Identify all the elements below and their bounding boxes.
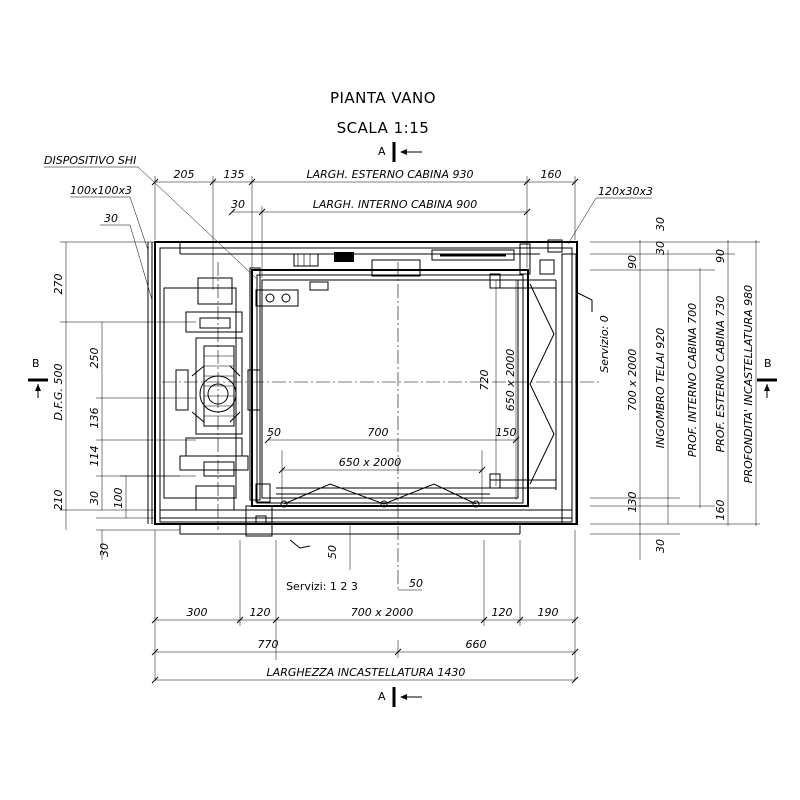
dimension-ticks: [151, 178, 579, 684]
dim-700x2000-right: 700 x 2000: [626, 349, 639, 412]
section-marker-b-right: B: [757, 357, 777, 398]
dim-30-left-b: 30: [88, 491, 101, 505]
dimension-tick: [228, 208, 236, 216]
label-30-left: 30: [104, 212, 118, 225]
section-marker-b-left: B: [28, 357, 48, 398]
dimension-tick: [512, 436, 520, 444]
section-marker-a-top: A: [378, 142, 422, 162]
label-servizio-0: Servizio: 0: [598, 315, 611, 373]
dim-prof-esterno: PROF. ESTERNO CABINA 730: [714, 296, 727, 453]
dimension-tick: [236, 616, 244, 624]
dim-210: 210: [52, 490, 65, 511]
label-angolare-100: 100x100x3: [70, 184, 132, 197]
leader-labels: DISPOSITIVO SHI 100x100x3 30 120x30x3: [44, 154, 653, 301]
dim-770: 770: [258, 638, 279, 651]
dim-50-bottom-a: 50: [326, 545, 339, 559]
dimension-bottom: 50 50 Servizi: 1 2 3 300 120 700 x 2000 …: [154, 524, 576, 681]
center-axes: [162, 262, 600, 590]
dimension-tick: [264, 436, 272, 444]
dim-700-int: 700: [368, 426, 389, 439]
section-marker-a-bottom: A: [378, 687, 422, 707]
dim-160-right: 160: [714, 500, 727, 521]
dim-114: 114: [88, 446, 101, 467]
car-door-front: [276, 473, 556, 508]
dimension-tick: [151, 616, 159, 624]
label-servizi-123: Servizi: 1 2 3: [286, 580, 358, 593]
dim-ingombro-telai: INGOMBRO TELAI 920: [654, 328, 667, 449]
label-dispositivo-shi: DISPOSITIVO SHI: [44, 154, 136, 167]
dim-30-left-c: 30: [98, 543, 111, 557]
dimension-tick: [258, 208, 266, 216]
section-label-a-top: A: [378, 145, 386, 158]
dimension-tick: [394, 648, 402, 656]
dimension-tick: [248, 178, 256, 186]
car-body: [245, 239, 563, 549]
dimension-tick: [516, 616, 524, 624]
dimension-tick: [571, 616, 579, 624]
dim-135: 135: [224, 168, 245, 181]
dim-120-a: 120: [250, 606, 271, 619]
dim-profondita: PROFONDITA' INCASTELLATURA 980: [742, 285, 755, 483]
dim-720-int: 720: [478, 370, 491, 391]
dim-30-right-bot: 30: [654, 539, 667, 553]
section-label-b-left: B: [32, 357, 40, 370]
dim-dfg: D.F.G. 500: [52, 364, 65, 421]
dimension-tick: [151, 648, 159, 656]
shaft-structure: [147, 241, 578, 535]
dim-205: 205: [174, 168, 195, 181]
dim-190: 190: [538, 606, 559, 619]
machine-assembly: [163, 277, 261, 511]
dim-270: 270: [52, 274, 65, 295]
dim-250: 250: [88, 348, 101, 369]
dim-150-int: 150: [496, 426, 517, 439]
dimension-left: 270 D.F.G. 500 210 250 136 114 30 100 30: [52, 241, 196, 560]
dimension-tick: [478, 466, 486, 474]
dim-650x2000-right: 650 x 2000: [504, 349, 517, 412]
dim-largh-esterno: LARGH. ESTERNO CABINA 930: [307, 168, 474, 181]
drawing-scale: SCALA 1:15: [337, 119, 430, 137]
dim-136: 136: [88, 408, 101, 429]
dim-50-bottom-b: 50: [409, 577, 423, 590]
dim-130: 130: [626, 492, 639, 513]
dim-larghezza-incastellatura: LARGHEZZA INCASTELLATURA 1430: [267, 666, 466, 679]
dimension-tick: [209, 178, 217, 186]
dimension-tick: [571, 178, 579, 186]
dimension-right: 30 30 90 90 700 x 2000 INGOMBRO TELAI 92…: [590, 217, 760, 560]
label-angolare-120: 120x30x3: [598, 185, 653, 198]
dimension-top: 205 135 LARGH. ESTERNO CABINA 930 160 30…: [154, 168, 576, 290]
dimension-tick: [151, 178, 159, 186]
dim-650x2000-int: 650 x 2000: [339, 456, 402, 469]
section-label-b-right: B: [764, 357, 772, 370]
dimension-tick: [571, 676, 579, 684]
dim-160: 160: [541, 168, 562, 181]
dimension-tick: [151, 676, 159, 684]
dim-prof-interno: PROF. INTERNO CABINA 700: [686, 303, 699, 457]
dimension-tick: [480, 616, 488, 624]
dim-30-right-b: 30: [654, 241, 667, 255]
dimension-tick: [523, 178, 531, 186]
dim-120-b: 120: [492, 606, 513, 619]
car-door-side: [489, 273, 593, 490]
dimension-interior: 700 50 150 650 x 2000 720 650 x 2000 Ser…: [267, 280, 611, 502]
dim-700x2000-bottom: 700 x 2000: [351, 606, 414, 619]
dim-30-right-top: 30: [654, 217, 667, 231]
dim-largh-interno: LARGH. INTERNO CABINA 900: [313, 198, 478, 211]
dim-50-int: 50: [267, 426, 281, 439]
dimension-tick: [278, 466, 286, 474]
section-label-a-bottom: A: [378, 690, 386, 703]
dim-300: 300: [187, 606, 208, 619]
dimension-tick: [571, 648, 579, 656]
dim-90-b: 90: [714, 249, 727, 263]
dim-100: 100: [112, 488, 125, 509]
drawing-title: PIANTA VANO: [330, 89, 436, 107]
dim-660: 660: [466, 638, 487, 651]
dimension-tick: [272, 616, 280, 624]
dim-90-a: 90: [626, 255, 639, 269]
dimension-tick: [523, 208, 531, 216]
dim-30-top: 30: [231, 198, 245, 211]
